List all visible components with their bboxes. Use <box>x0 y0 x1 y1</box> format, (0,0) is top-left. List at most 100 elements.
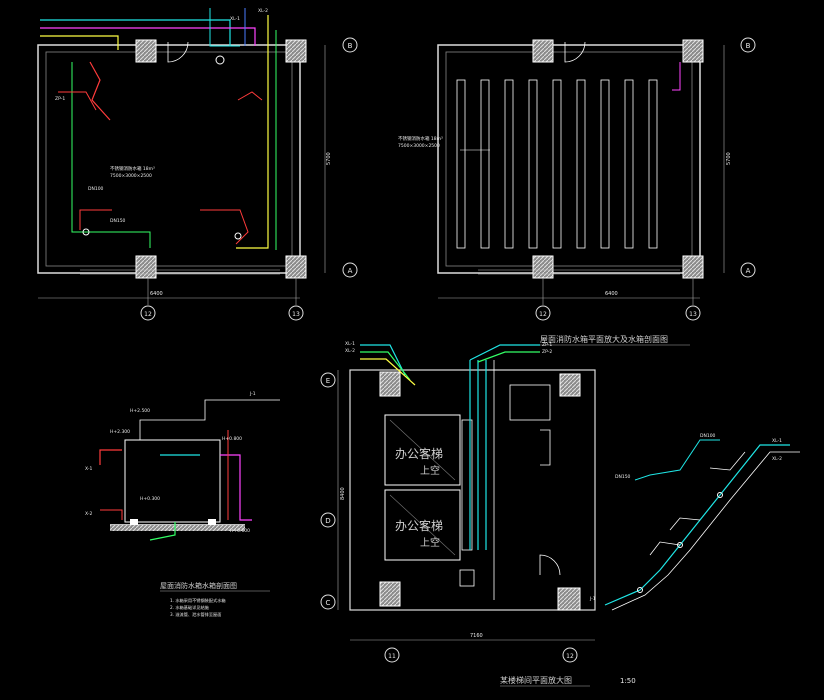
pipe <box>139 399 280 440</box>
dim-label: 6400 <box>605 291 618 297</box>
axis-bubble <box>740 262 756 278</box>
pipe <box>604 444 790 606</box>
tank-body <box>124 439 221 523</box>
pipe <box>149 522 176 541</box>
pipe <box>40 19 231 46</box>
pipe <box>58 91 97 111</box>
left-plan-outer-wall <box>37 44 301 274</box>
stair-plan: 办公客梯 上空 办公客梯 上空 XL-1 XL-2 ZP-1 ZP-2 7160… <box>320 341 636 687</box>
valve-symbol <box>717 492 723 498</box>
column <box>285 39 307 63</box>
pipe <box>220 454 252 521</box>
axis-bubble <box>288 305 304 321</box>
pipe <box>79 209 112 230</box>
pipe-tag: DN150 <box>615 474 631 480</box>
right-roof-plan: 不锈钢消防水箱 18m³ 7500×3000×2500 6400 5700 12… <box>398 37 756 346</box>
axis-bubble <box>320 372 336 388</box>
column <box>135 255 157 279</box>
axis-bubble-label: 13 <box>689 311 697 318</box>
door-frame <box>459 569 475 587</box>
pipe-tag: X-1 <box>85 466 92 472</box>
pipe <box>360 358 416 386</box>
pipe-tag: J-1 <box>589 596 596 602</box>
pipe <box>200 209 249 245</box>
pipe <box>99 449 122 465</box>
pipe <box>236 15 269 249</box>
shaft-cross <box>389 494 456 556</box>
axis-bubble-label: 12 <box>566 653 574 660</box>
door-swing <box>167 41 189 63</box>
door-swing <box>564 41 586 63</box>
pipe-tag: XL-2 <box>258 8 268 14</box>
pipe <box>40 35 119 50</box>
axis-bubble-label: A <box>348 267 353 275</box>
drawing-title: 某楼梯间平面放大图 <box>500 675 572 685</box>
pipe-tag: J-1 <box>249 391 256 397</box>
tank-note: 不锈钢消防水箱 18m³ <box>110 165 155 172</box>
pipe <box>360 344 406 376</box>
elevator-shaft <box>384 489 461 561</box>
valve-symbol <box>82 228 90 236</box>
pipe <box>360 351 411 381</box>
pipe-tag: XL-1 <box>772 438 782 444</box>
right-plan-inner-wall <box>445 51 693 267</box>
column <box>682 39 704 63</box>
valve-symbol <box>677 542 683 548</box>
pipe <box>40 27 256 46</box>
pipe-tag: XL-1 <box>230 16 240 22</box>
elevator-label: 办公客梯 <box>395 518 443 533</box>
pipe-system-axonometric: XL-1 XL-2 DN100 DN150 J-1 <box>589 433 800 611</box>
pipe-tag: DN100 <box>700 433 716 439</box>
pipe <box>209 8 240 47</box>
pipe-tag: XL-2 <box>345 348 355 354</box>
elevator-shaft <box>384 414 461 486</box>
dim-label: 6400 <box>150 291 163 297</box>
dim-label: 5700 <box>326 152 332 165</box>
column <box>135 39 157 63</box>
axis-bubble <box>320 594 336 610</box>
pipe-tag: ZP-1 <box>542 342 552 348</box>
pipe-tag: ZP-1 <box>55 96 65 102</box>
axis-bubble-label: A <box>746 267 751 275</box>
pipe <box>709 451 746 471</box>
axis-bubble <box>342 37 358 53</box>
pipe <box>100 509 123 520</box>
dim-label: 5700 <box>726 152 732 165</box>
axis-bubble-label: C <box>326 599 331 607</box>
pipe-tag: ZP-2 <box>542 349 552 355</box>
column <box>379 581 401 607</box>
axis-bubble <box>320 512 336 528</box>
axis-bubble <box>562 647 578 663</box>
tank-spec: 7500×3000×2500 <box>110 173 152 179</box>
pipe-tag: DN150 <box>110 218 126 224</box>
drawing-title: 屋面消防水箱水箱剖面图 <box>160 581 237 590</box>
axis-bubble-label: 13 <box>292 311 300 318</box>
column <box>532 255 554 279</box>
pipe <box>672 62 681 91</box>
axis-bubble-label: B <box>348 42 353 50</box>
scale-label: 1:50 <box>620 677 636 685</box>
pipe-tag: XL-1 <box>345 341 355 347</box>
left-roof-plan: 不锈钢消防水箱 18m³ 7500×3000×2500 XL-1 XL-2 ZP… <box>37 8 358 321</box>
column <box>557 587 581 611</box>
door-swing <box>539 554 561 576</box>
pipe <box>89 61 111 121</box>
legend-note: 1. 水箱采用不锈钢装配式水箱 <box>170 597 226 604</box>
tank-note: 不锈钢消防水箱 18m³ <box>398 135 443 142</box>
level-label: H+2.500 <box>130 408 150 414</box>
stair-outer-wall <box>349 369 596 611</box>
pipe-tag: XL-2 <box>772 456 782 462</box>
elevator-label: 办公客梯 <box>395 446 443 461</box>
axis-bubble-label: E <box>326 377 330 385</box>
valve-symbol <box>234 232 242 240</box>
axis-bubble <box>342 262 358 278</box>
elevator-label: 上空 <box>420 464 440 477</box>
dim-label: 7160 <box>470 633 483 639</box>
legend-note: 2. 水箱基础详见结施 <box>170 604 210 611</box>
slab-hatch <box>110 525 245 531</box>
axis-bubble <box>740 37 756 53</box>
drawing-title: 屋面消防水箱平面放大及水箱剖面图 <box>540 334 668 344</box>
level-label: H+0.800 <box>222 436 242 442</box>
column <box>682 255 704 279</box>
